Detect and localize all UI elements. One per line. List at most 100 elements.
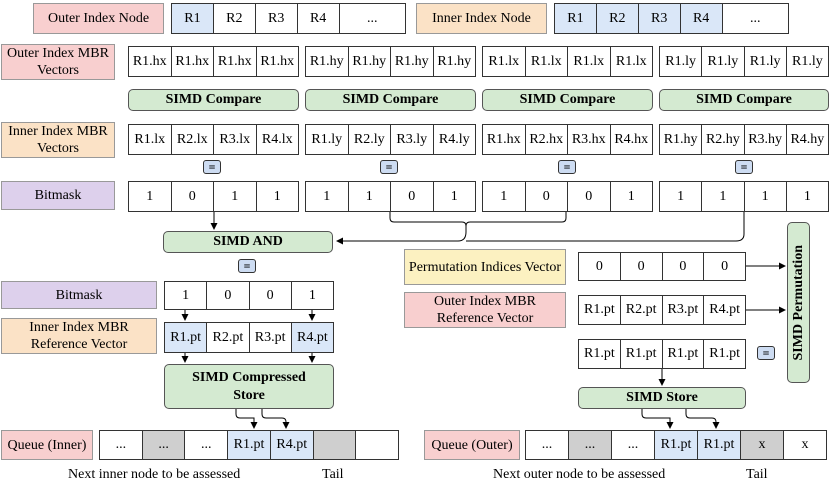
ref-cell: R2.pt — [619, 296, 662, 324]
bit-cell: 0 — [248, 282, 291, 309]
vector-cell: R1.hy — [390, 47, 433, 76]
simd-compare-box: SIMD Compare — [659, 89, 829, 111]
ref-cell: R4.pt — [290, 323, 333, 352]
ref-cell: R2.pt — [206, 323, 248, 352]
ref-cell: R1.pt — [584, 302, 615, 317]
vector-cell: R1.lx — [609, 47, 653, 76]
simd-permutation-box: SIMD Permutation — [787, 222, 810, 383]
simd-compare-box: SIMD Compare — [128, 89, 299, 111]
bit-cell: 1 — [290, 282, 333, 309]
bit-cell: 1 — [701, 182, 743, 211]
bit-cell: 1 — [213, 182, 256, 211]
vector-cell: R2.ly — [347, 125, 391, 154]
queue-cell — [312, 431, 356, 459]
vector-cell: R1.lx — [567, 47, 610, 76]
bitmask-vector: 1 0 0 1 — [482, 181, 653, 212]
vector-cell: R2.hx — [524, 125, 568, 154]
vector-cell: R1.hy — [309, 53, 344, 69]
simd-and-box: SIMD AND — [163, 231, 333, 253]
outer-node-cell: R4 — [296, 4, 339, 33]
bit-cell: 1 — [146, 188, 154, 204]
permuted-vector: R1.pt R1.pt R1.pt R1.pt — [578, 339, 746, 369]
queue-inner-label: Queue (Inner) — [1, 430, 93, 460]
vector-cell: R1.ly — [665, 53, 696, 69]
queue-cell: ... — [184, 431, 227, 459]
queue-cell: R1.pt — [227, 431, 270, 459]
bit-cell: 1 — [785, 182, 828, 211]
outer-index-node-label: Outer Index Node — [33, 3, 164, 34]
inner-mbr-vector: R1.hx R2.hx R3.hx R4.hx — [482, 124, 653, 155]
bit-cell: 1 — [255, 182, 299, 211]
permutation-indices-vector: 0 0 0 0 — [578, 252, 746, 281]
queue-outer-vector: ... ... ... R1.pt R1.pt x x — [525, 430, 827, 460]
perm-cell: 0 — [661, 253, 704, 280]
vector-cell: R4.hx — [609, 125, 653, 154]
ref-cell: R1.pt — [661, 340, 704, 368]
vector-cell: R1.lx — [134, 131, 166, 147]
inner-node-cell: ... — [721, 4, 788, 33]
bit-cell: 1 — [182, 287, 190, 303]
vector-cell: R1.hx — [213, 47, 256, 76]
inner-index-node-label: Inner Index Node — [416, 3, 547, 34]
vector-cell: R1.ly — [311, 131, 343, 147]
bit-cell: 0 — [170, 182, 214, 211]
vector-cell: R3.hy — [743, 125, 786, 154]
queue-cell: ... — [611, 431, 654, 459]
vector-cell: R1.hx — [170, 47, 214, 76]
vector-cell: R1.hx — [255, 47, 299, 76]
permutation-indices-label: Permutation Indices Vector — [404, 249, 566, 285]
vector-cell: R1.ly — [785, 47, 828, 76]
queue-outer-label: Queue (Outer) — [424, 430, 520, 460]
bitmask-vector: 1 0 1 1 — [128, 181, 299, 212]
perm-cell: 0 — [703, 253, 745, 280]
bit-cell: 0 — [567, 182, 610, 211]
queue-outer-tail-caption: Tail — [746, 467, 768, 482]
bitmask-vector: 1 1 1 1 — [659, 181, 829, 212]
bit-cell: 1 — [432, 182, 476, 211]
ref-cell: R1.pt — [703, 340, 745, 368]
vector-cell: R1.hy — [432, 47, 476, 76]
queue-cell: R1.pt — [697, 431, 740, 459]
queue-cell: R4.pt — [269, 431, 313, 459]
bit-cell: 0 — [206, 282, 248, 309]
inner-mbr-vector: R1.hy R2.hy R3.hy R4.hy — [659, 124, 829, 155]
equals-badge: = — [558, 160, 576, 174]
inner-mbr-vectors-label: Inner Index MBR Vectors — [1, 122, 115, 158]
queue-outer-next-caption: Next outer node to be assessed — [493, 467, 666, 482]
inner-node-cell: R4 — [679, 4, 722, 33]
vector-cell: R4.hy — [785, 125, 828, 154]
bit-cell: 0 — [524, 182, 568, 211]
equals-badge: = — [238, 259, 256, 273]
inner-reference-vector: R1.pt R2.pt R3.pt R4.pt — [164, 322, 334, 353]
vector-cell: R3.lx — [213, 125, 256, 154]
bit-cell: 1 — [677, 188, 685, 204]
simd-store-box: SIMD Store — [578, 387, 746, 409]
lower-bitmask-label: Bitmask — [1, 281, 157, 309]
equals-badge: = — [380, 160, 398, 174]
and-result-bitmask: 1 0 0 1 — [164, 281, 334, 310]
vector-cell: R2.lx — [170, 125, 214, 154]
vector-cell: R1.hx — [486, 131, 521, 147]
outer-mbr-vectors-label: Outer Index MBR Vectors — [1, 44, 115, 80]
outer-reference-vector: R1.pt R2.pt R3.pt R4.pt — [578, 295, 746, 325]
inner-mbr-vector: R1.lx R2.lx R3.lx R4.lx — [128, 124, 299, 155]
queue-cell: ... — [541, 437, 553, 452]
vector-cell: R3.hx — [567, 125, 610, 154]
vector-cell: R1.ly — [743, 47, 786, 76]
ref-cell: R1.pt — [165, 323, 207, 352]
bit-cell: 1 — [323, 188, 331, 204]
equals-badge: = — [757, 346, 775, 360]
vector-cell: R3.ly — [390, 125, 433, 154]
perm-cell: 0 — [619, 253, 662, 280]
queue-inner-next-caption: Next inner node to be assessed — [68, 467, 241, 482]
bit-cell: 1 — [743, 182, 786, 211]
ref-cell: R4.pt — [703, 296, 745, 324]
bit-cell: 1 — [609, 182, 653, 211]
inner-node-cell: R2 — [595, 4, 638, 33]
bitmask-label: Bitmask — [1, 181, 115, 210]
queue-cell: ... — [568, 431, 611, 459]
inner-node-cell: R3 — [637, 4, 680, 33]
vector-cell: R1.hy — [347, 47, 391, 76]
ref-cell: R3.pt — [661, 296, 704, 324]
simd-compare-box: SIMD Compare — [305, 89, 476, 111]
